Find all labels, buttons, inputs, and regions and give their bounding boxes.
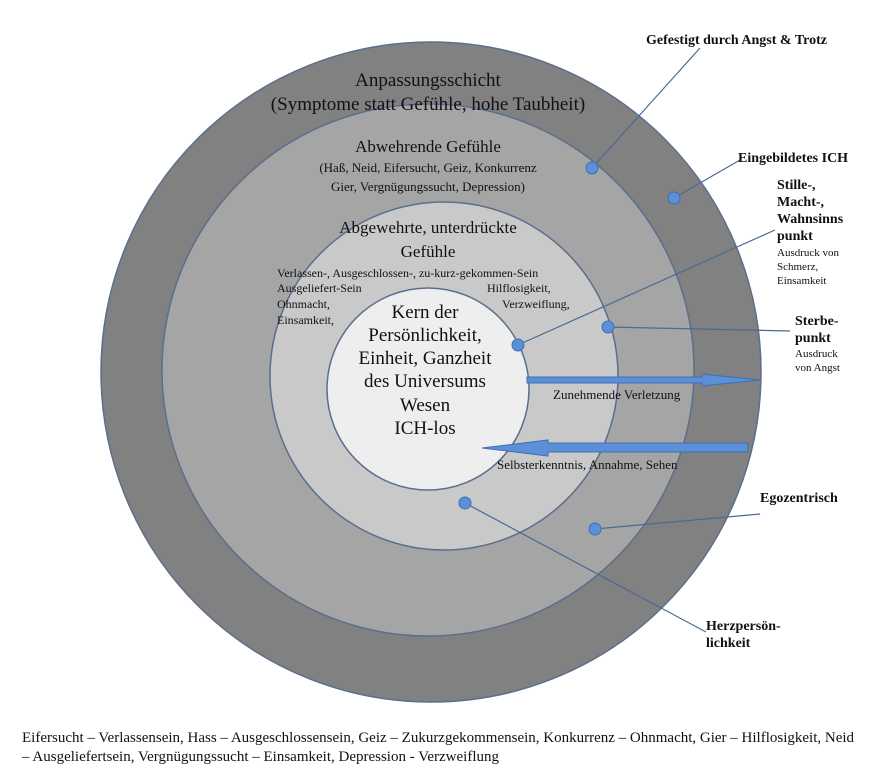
third-layer-right-item: Verzweiflung,	[502, 297, 570, 311]
callout-herz-title: lichkeit	[706, 636, 751, 651]
marker-dot-sterbe	[601, 320, 615, 334]
third-layer-left-item: Ohnmacht,	[277, 297, 330, 311]
core-line: des Universums	[364, 371, 486, 392]
callout-gefestigt: Gefestigt durch Angst & Trotz	[646, 33, 827, 48]
core-line: Wesen	[399, 395, 451, 416]
callout-sterbe-desc: Ausdruck	[795, 348, 838, 360]
second-layer-line1: (Haß, Neid, Eifersucht, Geiz, Konkurrenz	[319, 160, 537, 175]
arrow-outward	[526, 373, 761, 387]
callout-stille-title: punkt	[777, 229, 813, 244]
callout-stille-title: Macht-,	[777, 195, 825, 210]
footer-text: Eifersucht – Verlassensein, Hass – Ausge…	[22, 730, 855, 766]
callout-stille-desc: Schmerz,	[777, 261, 819, 273]
leader-herz	[464, 502, 707, 633]
core-line: Kern der	[391, 302, 459, 323]
marker-dot-herz	[458, 496, 472, 510]
leader-gefestigt	[591, 47, 701, 169]
marker-dot-stille	[511, 338, 525, 352]
core-line: Persönlichkeit,	[368, 325, 482, 346]
callout-stille-desc: Ausdruck von	[777, 247, 840, 259]
callout-stille-title: Wahnsinns	[777, 212, 844, 227]
third-layer-title-1: Abgewehrte, unterdrückte	[339, 218, 517, 237]
callout-sterbe-title: punkt	[795, 331, 831, 346]
third-layer-title-2: Gefühle	[400, 242, 456, 261]
third-layer-left-item: Einsamkeit,	[277, 313, 334, 327]
callout-sterbe-title: Sterbe-	[795, 314, 839, 329]
leader-sterbe	[607, 326, 791, 332]
callout-stille-desc: Einsamkeit	[777, 275, 827, 287]
arrow-inward-label: Selbsterkenntnis, Annahme, Sehen	[497, 457, 678, 472]
third-layer-right-item: Hilflosigkeit,	[487, 281, 551, 295]
leader-stille	[517, 229, 776, 346]
third-layer-left-item: Ausgeliefert-Sein	[277, 281, 362, 295]
outer-layer-subtitle: (Symptome statt Gefühle, hohe Taubheit)	[270, 94, 586, 115]
core-line: ICH-los	[394, 418, 456, 439]
marker-dot-eingebildet	[667, 191, 681, 205]
marker-dot-gefestigt	[585, 161, 599, 175]
callout-stille-title: Stille-,	[777, 178, 816, 193]
callout-eingebildet: Eingebildetes ICH	[738, 151, 849, 166]
callout-egozentrisch: Egozentrisch	[760, 491, 838, 506]
arrow-inward	[481, 439, 749, 457]
leader-eingebildet	[673, 159, 741, 199]
core-line: Einheit, Ganzheit	[358, 348, 492, 369]
core-circle	[326, 287, 530, 491]
outer-layer-title: Anpassungsschicht	[355, 70, 501, 91]
callout-herz-title: Herzpersön-	[706, 619, 781, 634]
third-layer-row1: Verlassen-, Ausgeschlossen-, zu-kurz-gek…	[277, 266, 539, 280]
marker-dot-egozentrisch	[588, 522, 602, 536]
second-layer-line2: Gier, Vergnügungssucht, Depression)	[331, 179, 525, 194]
callout-sterbe-desc: von Angst	[795, 362, 840, 374]
leader-egozentrisch	[594, 513, 761, 530]
arrow-outward-label: Zunehmende Verletzung	[553, 387, 681, 402]
second-layer-title: Abwehrende Gefühle	[355, 137, 501, 156]
